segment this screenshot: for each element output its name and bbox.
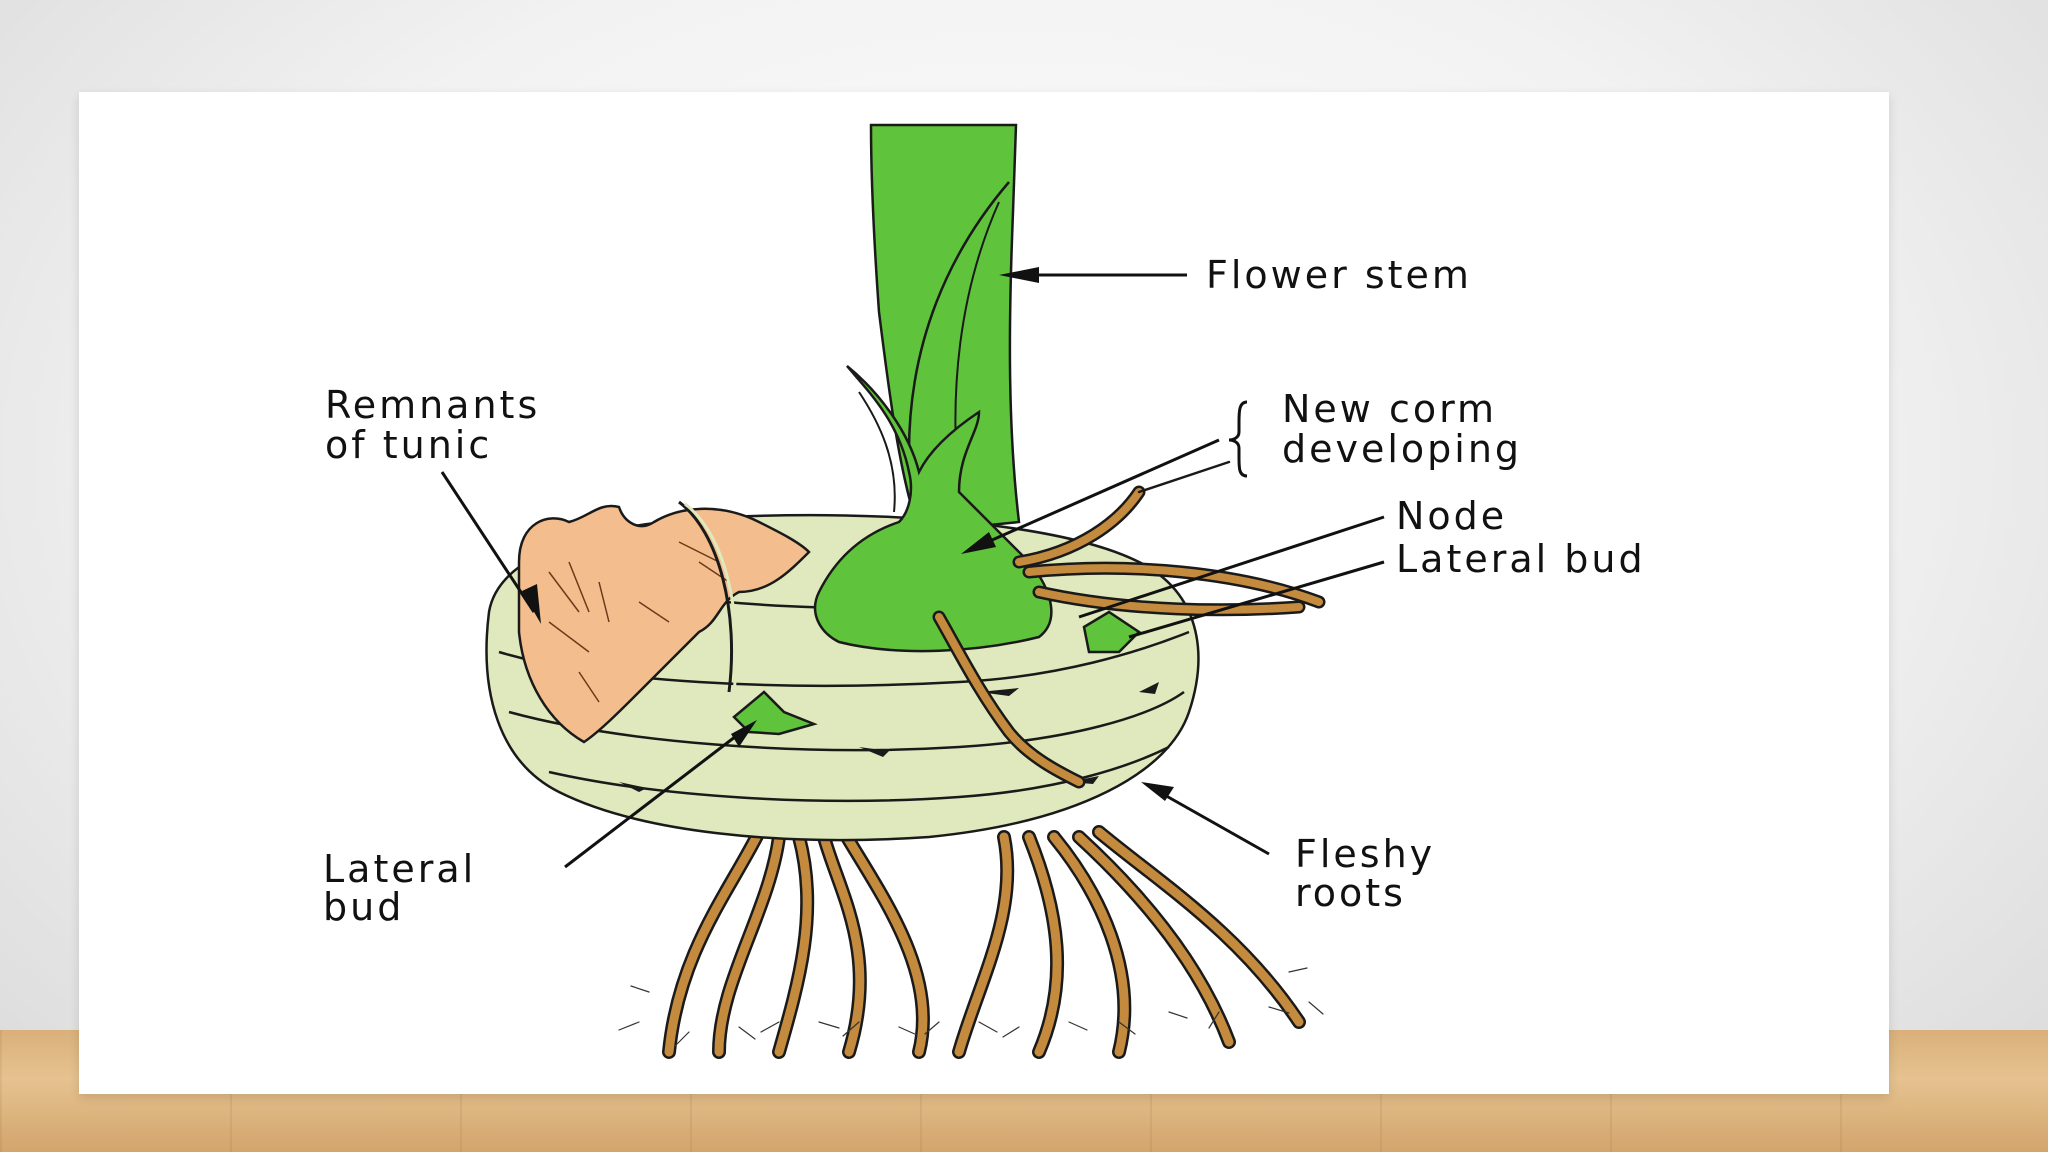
tunic-remnants	[517, 500, 811, 744]
label-fleshy-roots-line2: roots	[1295, 871, 1406, 915]
remnants-arrowhead	[522, 584, 541, 624]
flower-stem	[869, 123, 1021, 534]
label-fleshy-roots-line1: Fleshy	[1295, 832, 1435, 876]
fleshy-roots	[618, 825, 1324, 1059]
lateral-bud-right	[1082, 610, 1141, 654]
flower-stem-arrowhead	[999, 267, 1039, 283]
label-new-corm-line2: developing	[1282, 427, 1522, 471]
label-new-corm-line1: New corm	[1282, 387, 1497, 431]
label-flower-stem: Flower stem	[1206, 253, 1472, 297]
labels: Flower stem Remnants of tunic New corm d…	[323, 253, 1646, 929]
fleshy-roots-arrowhead	[1141, 782, 1174, 801]
new-corm	[813, 365, 1053, 653]
lateral-bud-left-arrowhead	[731, 720, 757, 747]
slide-panel: Flower stem Remnants of tunic New corm d…	[79, 92, 1889, 1094]
label-lateral-bud-right: Lateral bud	[1396, 537, 1646, 581]
corm-diagram: Flower stem Remnants of tunic New corm d…	[323, 123, 1646, 1059]
label-remnants-line1: Remnants	[325, 383, 540, 427]
label-lateral-bud-left-line1: Lateral	[323, 847, 476, 891]
label-node: Node	[1396, 494, 1507, 538]
new-corm-arrowhead	[961, 532, 996, 554]
upper-roots	[932, 460, 1326, 789]
new-corm-brace	[1228, 400, 1248, 478]
leader-lines	[440, 267, 1385, 869]
label-remnants-line2: of tunic	[325, 423, 492, 467]
label-lateral-bud-left-line2: bud	[323, 885, 404, 929]
